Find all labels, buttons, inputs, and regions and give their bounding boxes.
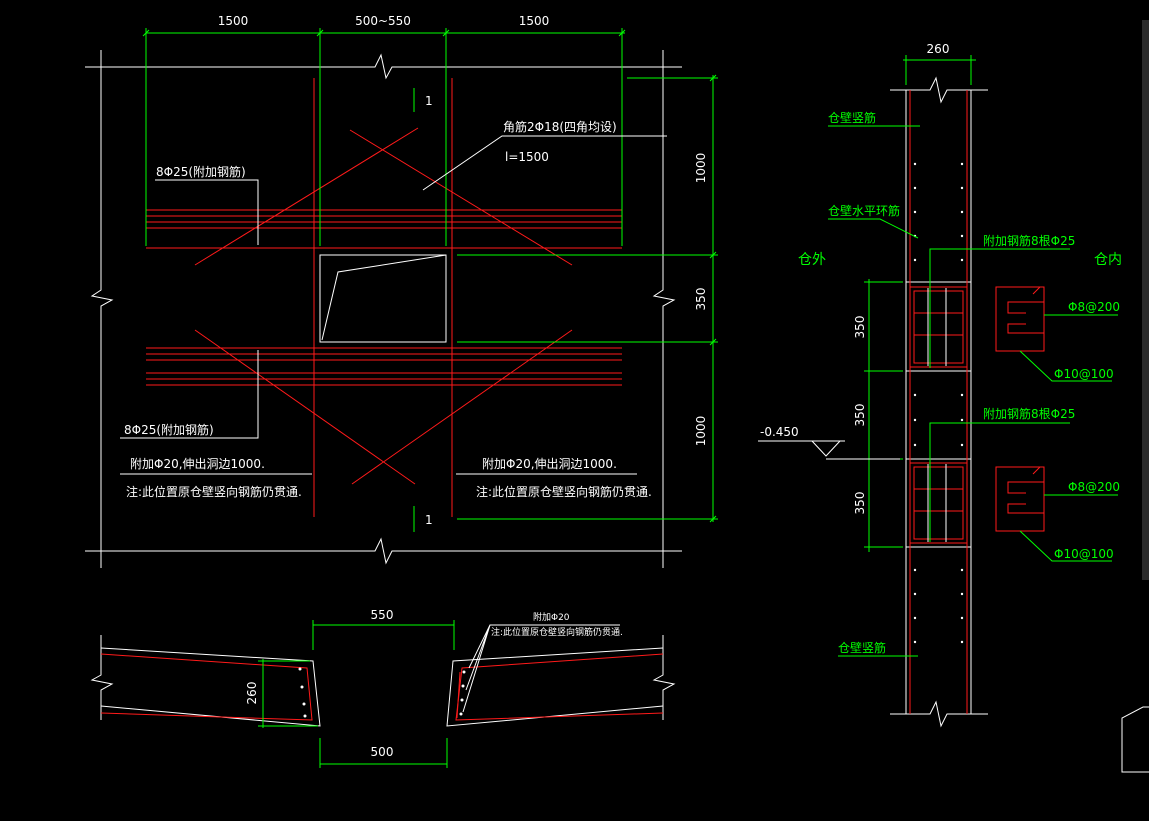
plan-left-wall [100,647,321,727]
plan-section-view: 550 500 260 附加Φ20 注:此位置原仓壁竖向钢筋仍贯通. [90,608,676,768]
label-tie-1: Φ10@100 [1054,367,1114,381]
stirrup-detail-1: Φ8@200 Φ10@100 [995,286,1120,382]
wall-opening [319,254,447,343]
dim-top-1: 1500 [218,14,249,28]
section-bar-dots [913,162,964,644]
label-stirrup-2: Φ8@200 [1068,480,1120,494]
vertical-scrollbar[interactable] [1142,20,1149,580]
section-top-break [890,76,988,104]
dim-right-1: 1000 [694,153,708,184]
leader-extra-1 [929,248,1070,368]
dim-right-2: 350 [694,288,708,311]
plan-label-note: 注:此位置原仓壁竖向钢筋仍贯通. [491,626,623,638]
section-mark-bottom: 1 [425,513,433,527]
plan-right-bar-dots [459,670,466,716]
label-extra-2: 附加钢筋8根Φ25 [983,406,1075,421]
label-wall-vertical-bottom: 仓壁竖筋 [838,640,886,655]
section-dim-left-1: 350 [853,316,867,339]
section-rebar-cage-1 [909,286,968,368]
section-dim-left-3: 350 [853,492,867,515]
rebar-bottom-group [146,347,622,386]
section-dim-left-chain: 350 350 350 [853,279,903,552]
wall-top-break-line [85,53,682,80]
opening-hatch-line [321,254,447,341]
plan-left-rebar [100,653,313,721]
plan-dim-top: 550 [371,608,394,622]
elevation-view: 1500 500~550 1500 1000 350 1000 1 1 8Φ25… [85,14,718,568]
leader-diagonal [422,135,667,191]
label-stirrup-1: Φ8@200 [1068,300,1120,314]
leader-rebar-top [155,179,259,245]
plan-label-extra: 附加Φ20 [533,611,570,623]
label-diagonal: 角筋2Φ18(四角均设) [503,119,617,134]
label-extra-1: 附加钢筋8根Φ25 [983,233,1075,248]
wall-section-view: 260 350 350 350 -0.450 仓外 仓内 仓壁竖筋 仓壁水平环筋 [758,42,1122,728]
section-dim-width: 260 [927,42,950,56]
label-note-right: 注:此位置原仓壁竖向钢筋仍贯通. [476,484,652,499]
plan-dim-thick: 260 [245,682,259,705]
label-inside: 仓内 [1094,252,1122,268]
stirrup-detail-2: Φ8@200 Φ10@100 [995,466,1120,562]
level-marker: -0.450 [758,425,900,460]
plan-dim-bottom: 500 [371,745,394,759]
label-outside: 仓外 [798,252,826,268]
section-bottom-break [890,700,988,728]
view-cube-fragment [1121,706,1149,773]
label-note-left: 注:此位置原仓壁竖向钢筋仍贯通. [126,484,302,499]
section-dim-left-2: 350 [853,404,867,427]
plan-right-break [652,635,676,720]
dim-top-2: 500~550 [355,14,411,28]
plan-right-extra-rebar [456,671,461,719]
wall-right-break-line [652,50,676,568]
leader-rebar-bottom [120,350,259,439]
label-extra-left: 附加Φ20,伸出洞边1000. [130,457,265,471]
wall-bottom-break-line [85,537,682,565]
plan-right-rebar [455,653,664,721]
plan-leader [462,624,620,713]
dim-right-3: 1000 [694,416,708,447]
rebar-top-group [146,209,622,249]
leader-wall-horizontal [828,218,919,239]
rebar-diagonal-group [194,127,573,485]
leader-extra-2 [929,422,1070,542]
section-rebar-cage-2 [909,462,968,544]
label-diagonal-length: l=1500 [505,150,549,164]
label-tie-2: Φ10@100 [1054,547,1114,561]
label-rebar-bottom: 8Φ25(附加钢筋) [124,422,214,437]
section-mark-top: 1 [425,94,433,108]
label-wall-horizontal: 仓壁水平环筋 [828,203,900,218]
plan-left-bar-dots [298,667,307,718]
top-dimension-chain: 1500 500~550 1500 [142,14,626,246]
plan-right-wall [446,647,664,727]
label-wall-vertical-top: 仓壁竖筋 [828,110,876,125]
dim-top-3: 1500 [519,14,550,28]
plan-left-break [90,635,114,720]
label-extra-right: 附加Φ20,伸出洞边1000. [482,457,617,471]
wall-left-break-line [90,50,114,568]
level-label: -0.450 [760,425,799,439]
label-rebar-top: 8Φ25(附加钢筋) [156,164,246,179]
right-dimension-chain: 1000 350 1000 [457,74,718,523]
